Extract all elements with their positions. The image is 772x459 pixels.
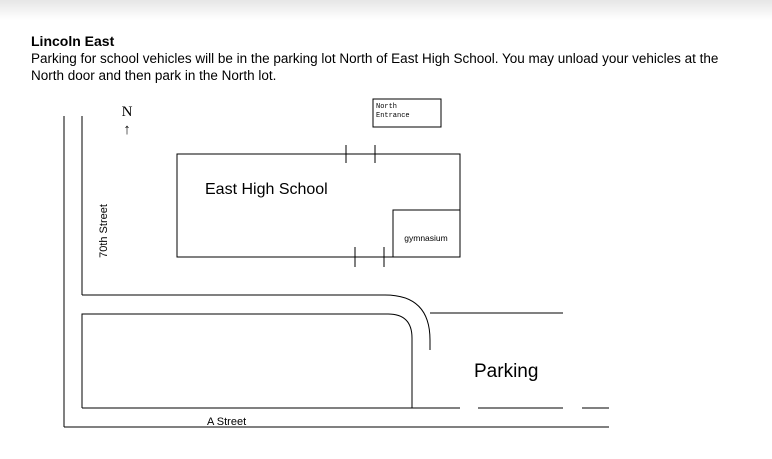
road-edge-north-curve [82, 294, 431, 350]
gymnasium-label: gymnasium [404, 233, 447, 243]
street-70th-label: 70th Street [98, 204, 110, 258]
school-building [176, 153, 461, 258]
a-street-label: A Street [207, 416, 246, 428]
north-entrance-box [372, 98, 442, 128]
north-entrance-label-line2: Entrance [376, 112, 410, 120]
parking-label: Parking [474, 361, 538, 382]
north-letter: N [122, 104, 133, 120]
north-arrow-icon: ↑ [123, 121, 131, 138]
gymnasium-building [392, 209, 461, 258]
page-title: Lincoln East [31, 33, 115, 49]
page-description: Parking for school vehicles will be in t… [31, 51, 719, 83]
window-top-bar [0, 0, 772, 20]
school-label: East High School [205, 181, 328, 198]
north-entrance-label-line1: North [376, 103, 397, 111]
block-edge [81, 313, 413, 408]
